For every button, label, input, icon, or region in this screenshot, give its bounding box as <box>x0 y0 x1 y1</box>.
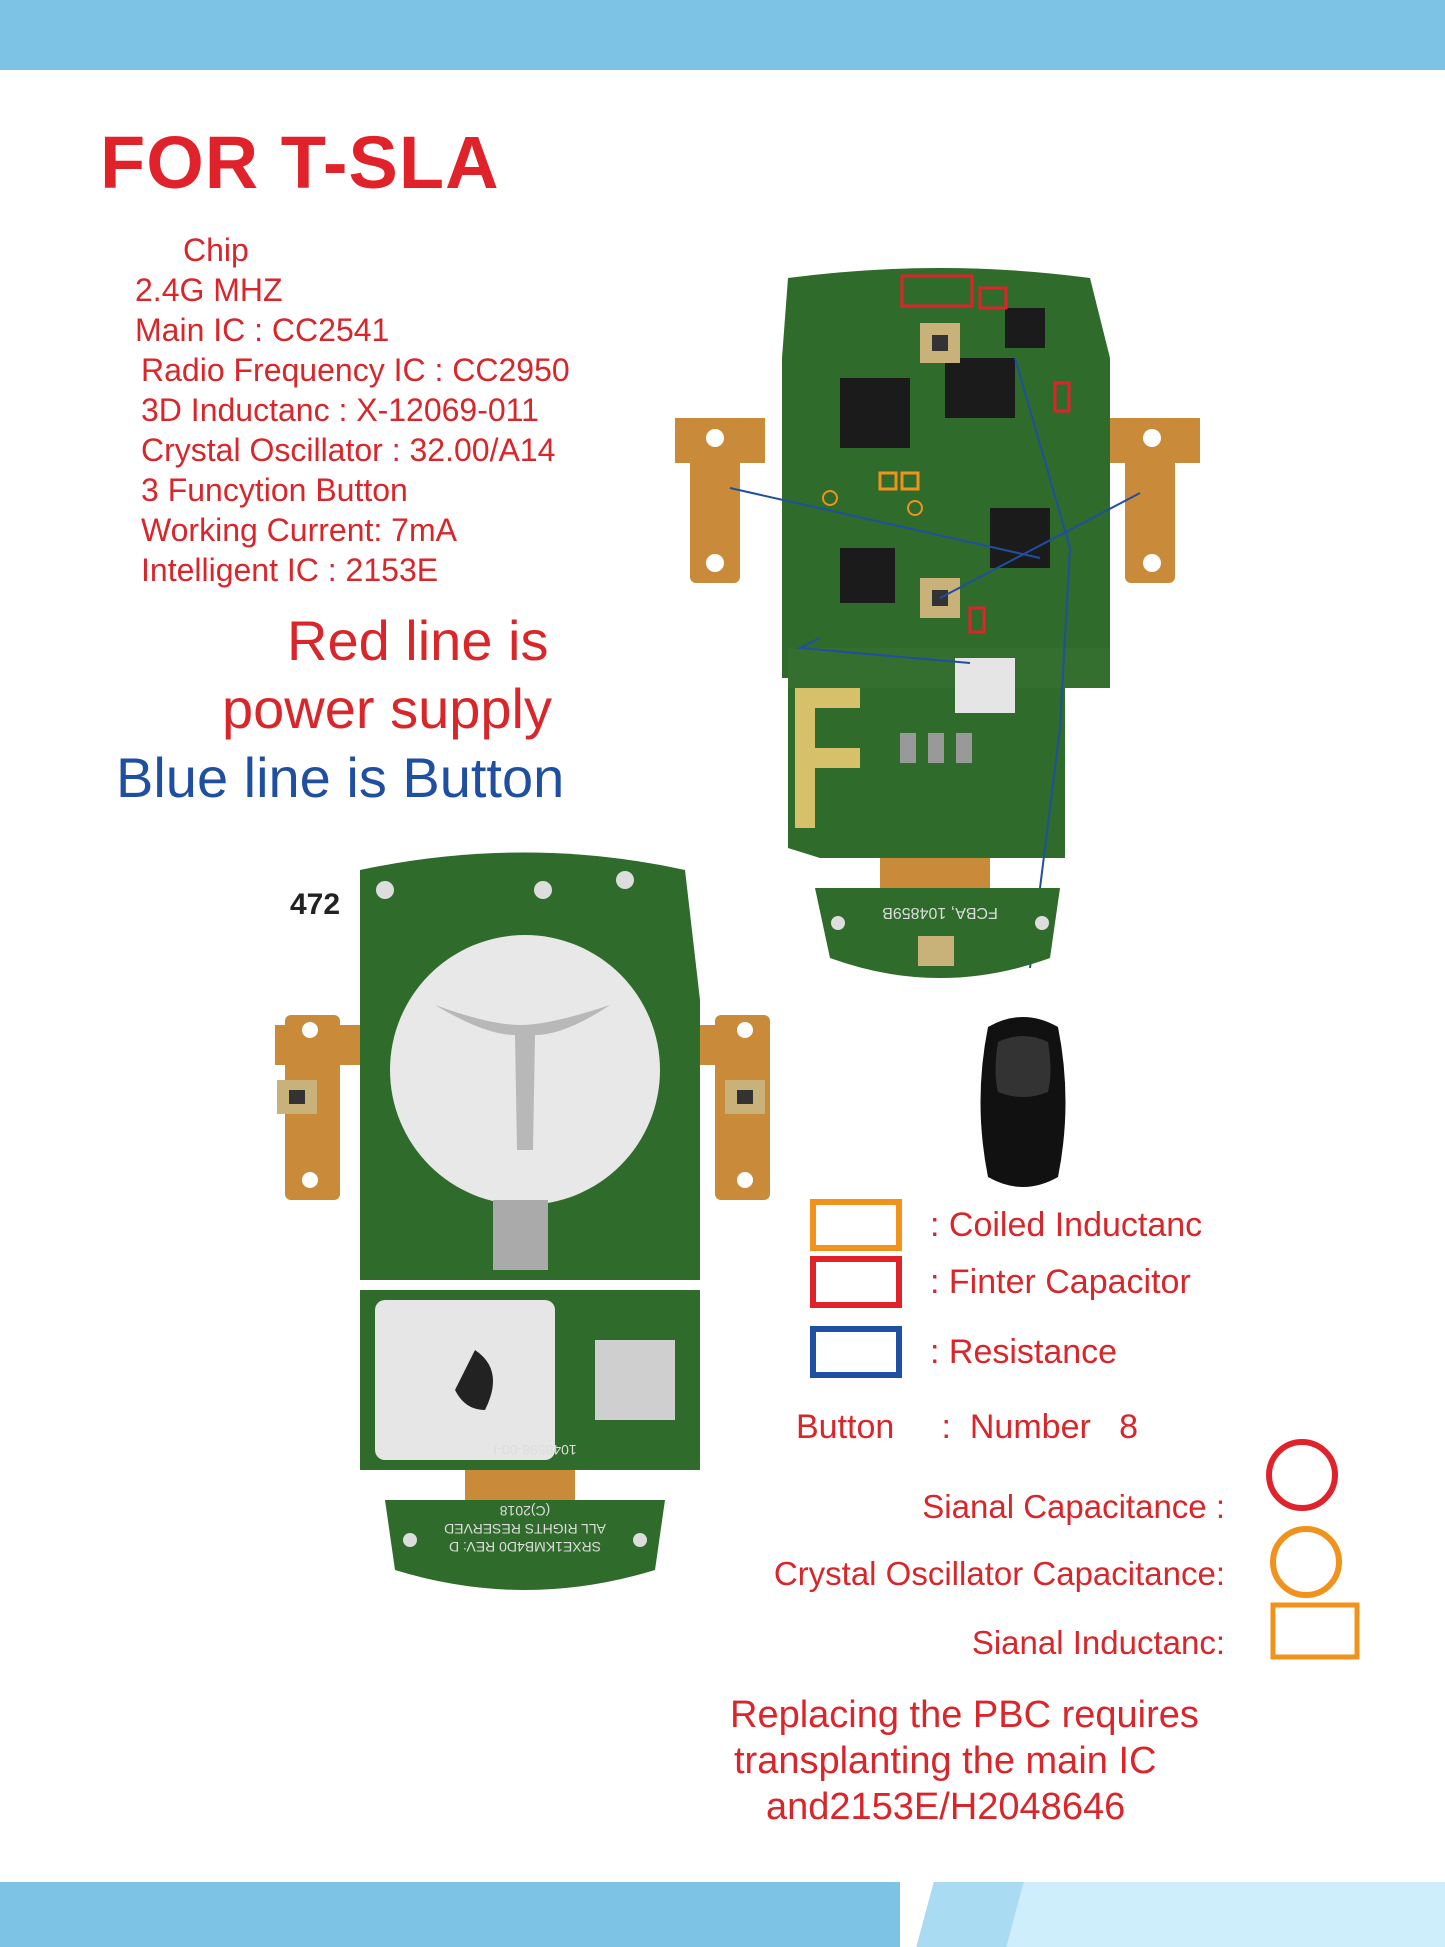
top-banner <box>0 0 1445 70</box>
coiled-inductance-swatch <box>810 1199 902 1251</box>
red-line-note-1: Red line is <box>287 609 549 672</box>
spec-current: Working Current: 7mA <box>141 512 457 548</box>
page-title: FOR T-SLA <box>100 121 500 204</box>
replacement-note-line-1: Replacing the PBC requires <box>730 1694 1199 1736</box>
spec-intelligent-ic: Intelligent IC : 2153E <box>141 552 439 588</box>
filter-capacitor-swatch <box>810 1256 902 1308</box>
red-line-note-2: power supply <box>222 677 552 740</box>
bottom-board-marking-3: (C)2018 <box>500 1503 551 1519</box>
spec-buttons: 3 Funcytion Button <box>141 472 408 508</box>
bottom-banner <box>0 1882 1445 1947</box>
legend-resistance-label: : Resistance <box>930 1332 1118 1371</box>
bottom-pcb-image: 1048598-00-I SRXE1KMB4D0 REV: D ALL RIGH… <box>265 850 795 1630</box>
legend-filter-label: : Finter Capacitor <box>930 1262 1191 1301</box>
legend-coiled-label: : Coiled Inductanc <box>930 1205 1203 1244</box>
label-472: 472 <box>290 888 341 921</box>
spec-list: Chip 2.4G MHZ Main IC : CC2541 Radio Fre… <box>135 230 570 590</box>
bottom-board-marking-2: ALL RIGHTS RESERVED <box>444 1521 606 1537</box>
blue-line-note: Blue line is Button <box>116 746 565 809</box>
signal-capacitance-label: Sianal Capacitance : <box>922 1488 1225 1525</box>
bottom-board-marking-1: SRXE1KMB4D0 REV: D <box>449 1539 601 1555</box>
crystal-capacitance-label: Crystal Oscillator Capacitance: <box>773 1555 1225 1592</box>
spec-main-ic: Main IC : CC2541 <box>135 312 390 348</box>
replacement-note-line-3: and2153E/H2048646 <box>766 1786 1126 1828</box>
top-board-marking: FCBA, 104859B <box>882 904 998 921</box>
signal-inductance-label: Sianal Inductanc: <box>971 1624 1225 1661</box>
replacement-note: Replacing the PBC requires transplanting… <box>730 1692 1199 1830</box>
spec-chip: Chip <box>183 232 249 268</box>
bottom-part-number: 1048598-00-I <box>493 1442 576 1458</box>
legend-filter: : Finter Capacitor <box>810 1256 1191 1308</box>
orange-rect-symbol <box>1270 1602 1360 1660</box>
spec-rf-ic: Radio Frequency IC : CC2950 <box>141 352 570 388</box>
spec-crystal: Crystal Oscillator : 32.00/A14 <box>141 432 556 468</box>
resistance-swatch <box>810 1326 902 1378</box>
spec-inductance: 3D Inductanc : X-12069-011 <box>141 392 539 428</box>
top-pcb-image: FCBA, 104859B <box>670 268 1210 998</box>
spec-frequency: 2.4G MHZ <box>135 272 283 308</box>
red-circle-symbol <box>1266 1439 1338 1511</box>
key-fob-shell-image <box>968 1012 1078 1192</box>
legend-coiled: : Coiled Inductanc <box>810 1199 1202 1251</box>
replacement-note-line-2: transplanting the main IC <box>734 1740 1157 1782</box>
legend-resistance: : Resistance <box>810 1326 1117 1378</box>
button-count: Button : Number 8 <box>796 1408 1139 1446</box>
orange-circle-symbol <box>1270 1526 1342 1598</box>
